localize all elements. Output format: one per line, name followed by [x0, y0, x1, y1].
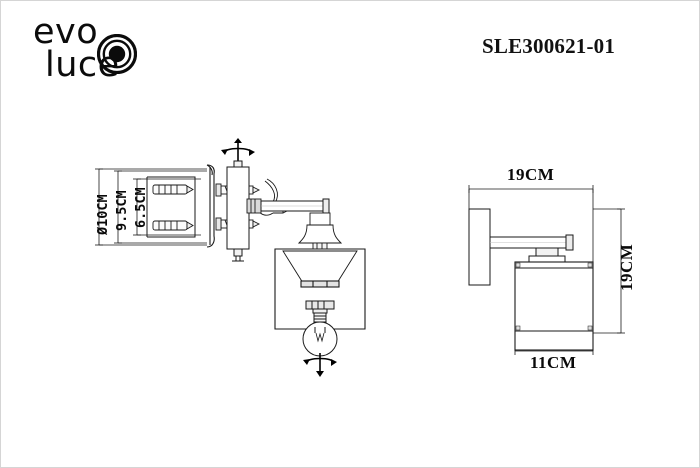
wall-plate — [468, 208, 491, 286]
logo-text-luce: luce — [45, 45, 120, 85]
mounting-post — [226, 160, 250, 262]
bracket-plate — [146, 176, 196, 238]
dimension-label-height-19cm: 19CM — [617, 243, 636, 291]
logo-text-evo: evo — [33, 12, 99, 52]
left-technical-drawing: Ø10CM 9.5CM 6.5CM — [61, 131, 391, 381]
dimension-line-right — [593, 208, 625, 334]
dimension-lines-left — [95, 168, 207, 246]
bell-joint — [297, 212, 343, 250]
bullseye-icon — [97, 34, 137, 74]
product-code: SLE300621-01 — [482, 34, 616, 58]
right-technical-drawing: 19CM 19CM 11CM — [441, 161, 671, 376]
support-arm-side — [489, 234, 574, 251]
light-bulb — [302, 300, 338, 357]
post-joint-block — [246, 198, 262, 214]
support-arm — [260, 198, 330, 214]
bracket-profile — [206, 164, 215, 248]
left-drawing-geometry — [95, 138, 366, 377]
dimension-label-6-5cm: 6.5CM — [133, 187, 149, 228]
dimension-label-9-5cm: 9.5CM — [114, 190, 130, 231]
lamp-shade — [274, 248, 366, 330]
dimension-label-width-11cm: 11CM — [530, 353, 577, 372]
dimension-label-diameter-10cm: Ø10CM — [95, 194, 111, 235]
connector-block — [528, 247, 566, 263]
lamp-shade-side — [514, 261, 594, 351]
wall-anchor-upper — [152, 184, 194, 195]
rotation-icon-bottom — [303, 353, 337, 377]
right-drawing-geometry — [468, 185, 625, 355]
brand-logo: evo luce — [27, 15, 227, 85]
dimension-label-projection-19cm: 19CM — [507, 165, 555, 184]
wall-anchor-lower — [152, 220, 194, 231]
